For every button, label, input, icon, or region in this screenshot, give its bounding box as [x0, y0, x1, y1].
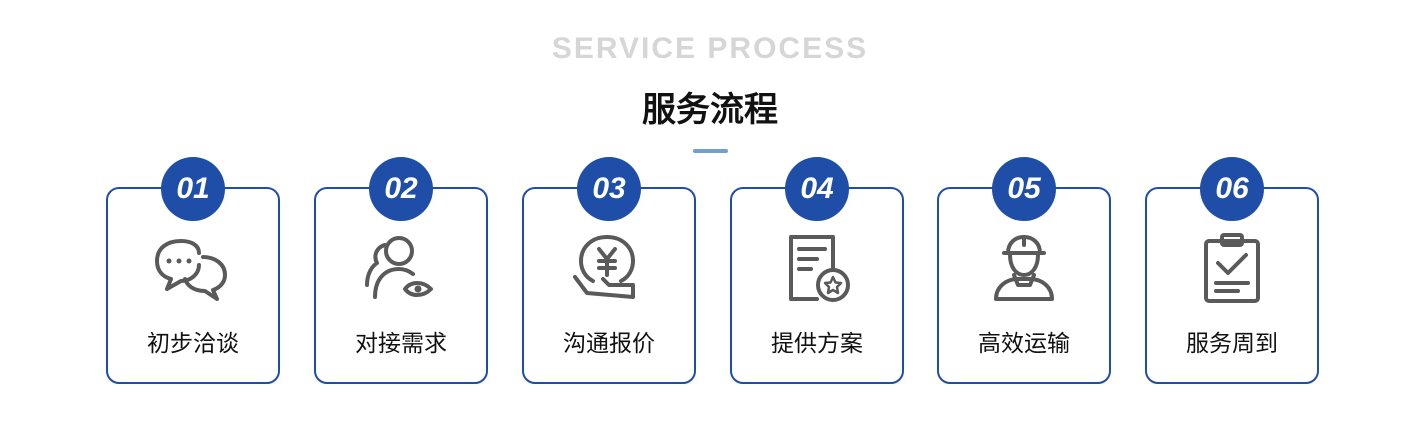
clipboard-check-icon [1192, 233, 1272, 305]
step-card-1: 01 初步洽谈 [106, 157, 280, 384]
step-label: 服务周到 [1186, 331, 1278, 357]
chat-bubbles-icon [153, 233, 233, 305]
step-label: 高效运输 [978, 331, 1070, 357]
step-number-badge: 01 [161, 157, 225, 221]
step-card-6: 06 服务周到 [1145, 157, 1319, 384]
step-number-badge: 03 [577, 157, 641, 221]
title-divider [693, 149, 728, 153]
document-star-icon [777, 233, 857, 305]
step-label: 初步洽谈 [147, 331, 239, 357]
step-card-4: 04 提供方案 [730, 157, 904, 384]
yuan-coin-hand-icon [569, 233, 649, 305]
step-card-3: 03 沟通报价 [522, 157, 696, 384]
step-card-5: 05 高效运输 [937, 157, 1111, 384]
section-subtitle: SERVICE PROCESS [551, 32, 869, 65]
section-title: 服务流程 [642, 90, 778, 130]
step-number-badge: 05 [992, 157, 1056, 221]
step-label: 提供方案 [771, 331, 863, 357]
step-number-badge: 04 [785, 157, 849, 221]
step-label: 沟通报价 [563, 331, 655, 357]
step-label: 对接需求 [355, 331, 447, 357]
step-number-badge: 02 [369, 157, 433, 221]
users-eye-icon [361, 233, 441, 305]
step-number-badge: 06 [1200, 157, 1264, 221]
step-card-2: 02 对接需求 [314, 157, 488, 384]
worker-helmet-icon [984, 233, 1064, 305]
